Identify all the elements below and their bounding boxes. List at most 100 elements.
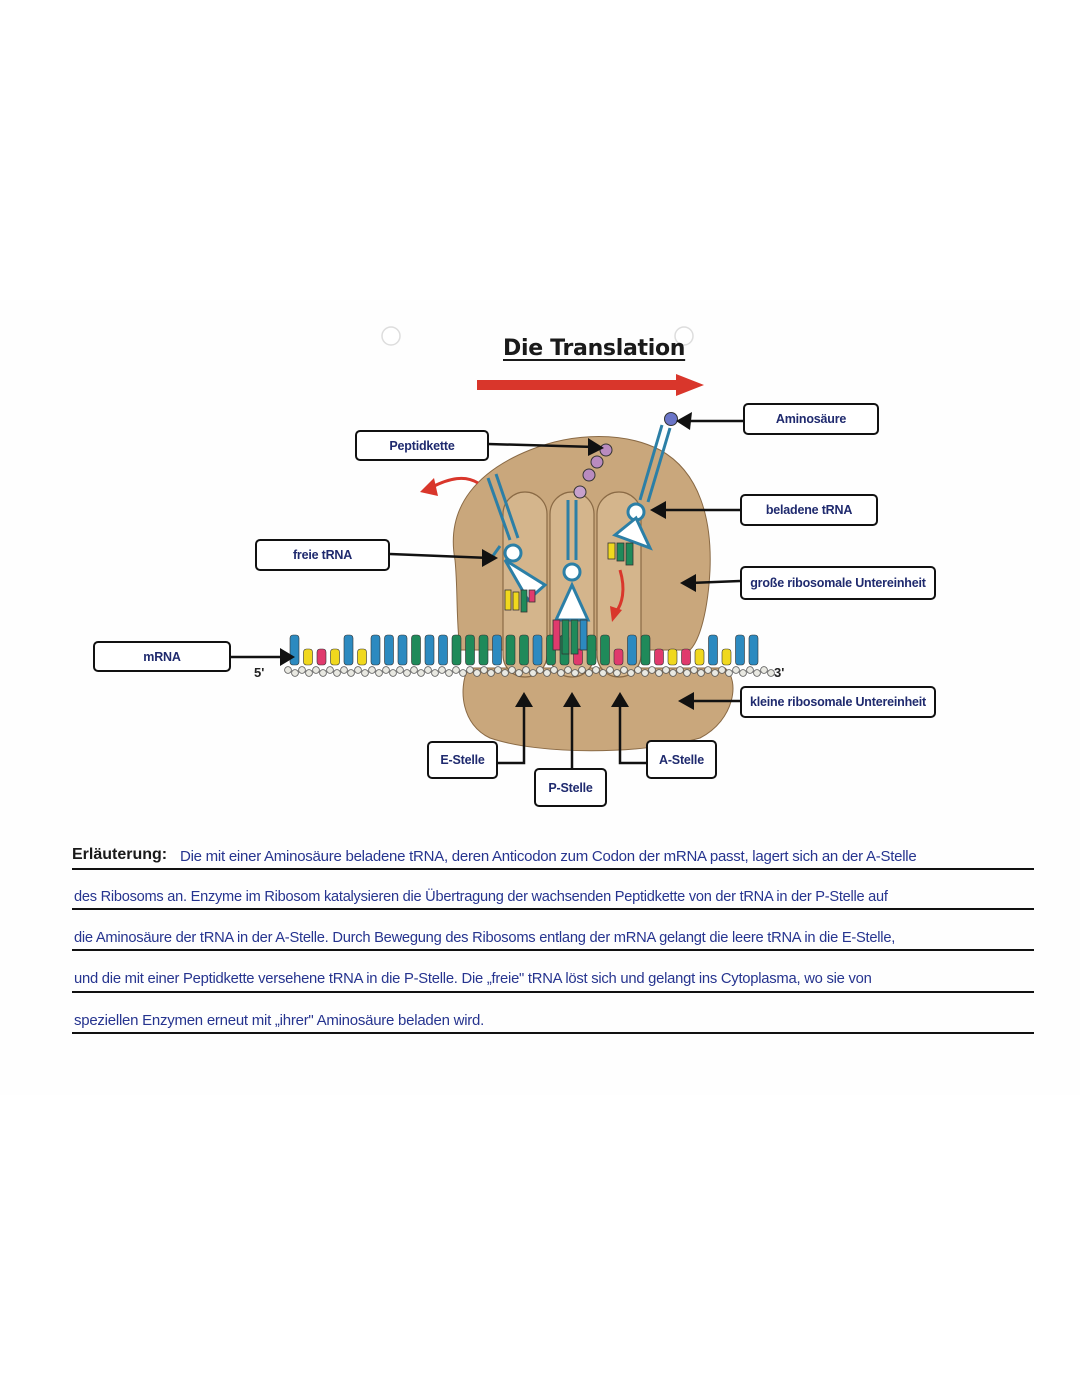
explanation-heading: Erläuterung: [72,846,168,863]
mrna-nucleotide [478,634,489,666]
mrna-nucleotide [384,634,394,666]
mrna-nucleotide [681,648,691,666]
mrna-backbone-bead [662,666,670,674]
mrna-backbone-bead [725,669,733,677]
mrna-nucleotide [343,634,354,666]
mrna-backbone-bead [438,666,446,674]
label-a-stelle: A-Stelle [646,740,717,779]
mrna-backbone-bead [669,669,677,677]
mrna-backbone-bead [655,669,663,677]
mrna-backbone-bead [718,666,726,674]
mrna-backbone-bead [382,666,390,674]
mrna-nucleotide [492,634,502,666]
mrna-backbone [284,666,775,677]
label-p-stelle: P-Stelle [534,768,607,807]
label-beladene-trna: beladene tRNA [740,494,878,526]
free-trna-anticodon [504,589,536,613]
peptide-chain-icon [573,443,613,499]
mrna-backbone-bead [501,669,509,677]
mrna-backbone-bead [564,666,572,674]
label-e-stelle: E-Stelle [427,741,498,779]
mrna-backbone-bead [494,666,502,674]
mrna-backbone-bead [599,669,607,677]
mrna-backbone-bead [704,666,712,674]
mrna-backbone-bead [445,669,453,677]
mrna-nucleotide [519,634,529,666]
mrna-nucleotide [451,634,462,666]
mrna-nucleotide [640,634,651,666]
mrna-nucleotide [370,634,381,666]
amino-acid-icon [664,412,678,426]
mrna-nucleotide [735,634,745,666]
explanation-line-2: des Ribosoms an. Enzyme im Ribosom katal… [74,889,888,905]
mrna-backbone-bead [592,666,600,674]
mrna-backbone-bead [585,669,593,677]
mrna-backbone-bead [641,669,649,677]
mrna-backbone-bead [767,669,775,677]
pointer-arrowheads [280,412,696,710]
direction-arrow-icon [477,374,704,396]
mrna-backbone-bead [340,666,348,674]
explanation-rule [72,844,1034,870]
pointer-arrows [230,419,743,770]
mrna-backbone-bead [333,669,341,677]
mrna-backbone-bead [361,669,369,677]
mrna-backbone-bead [515,669,523,677]
mrna-backbone-bead [648,666,656,674]
mrna-backbone-bead [354,666,362,674]
explanation-line-4: und die mit einer Peptidkette versehene … [74,971,872,987]
mrna-backbone-bead [690,666,698,674]
explanation-line-3: die Aminosäure der tRNA in der A-Stelle.… [74,930,896,946]
explanation-line-5: speziellen Enzymen erneut mit „ihrer" Am… [74,1012,485,1029]
mrna-backbone-bead [711,669,719,677]
mrna-backbone-bead [578,666,586,674]
punch-hole-right [674,326,694,346]
trna-exit-arrow-icon [431,476,479,489]
mrna-backbone-bead [312,666,320,674]
mrna-nucleotide [532,634,543,666]
mrna-backbone-bead [760,666,768,674]
mrna-nucleotide [505,634,516,666]
mrna-nucleotide [600,634,610,666]
mrna-nucleotide [748,634,759,666]
mrna-backbone-bead [634,666,642,674]
mrna-backbone-bead [459,669,467,677]
mrna-backbone-bead [739,669,747,677]
mrna-backbone-bead [522,666,530,674]
mrna-nucleotide [667,648,678,666]
mrna-backbone-bead [613,669,621,677]
mrna-nucleotides [289,634,759,666]
mrna-backbone-bead [676,666,684,674]
mrna-backbone-bead [480,666,488,674]
mrna-nucleotide [289,634,300,666]
label-mrna: mRNA [93,641,231,672]
explanation-rule [72,967,1034,993]
mrna-backbone-bead [389,669,397,677]
mrna-backbone-bead [606,666,614,674]
label-grosse-untereinheit: große ribosomale Untereinheit [740,566,936,600]
mrna-nucleotide [627,634,637,666]
label-freie-trna: freie tRNA [255,539,390,571]
mrna-nucleotide [411,634,421,666]
mrna-backbone-bead [732,666,740,674]
mrna-backbone-bead [424,666,432,674]
loaded-trna-icon [612,424,672,551]
mrna-backbone-bead [326,666,334,674]
page-title: Die Translation [503,336,686,361]
mrna-backbone-bead [417,669,425,677]
mrna-backbone-bead [627,669,635,677]
mrna-nucleotide [330,648,340,666]
mrna-backbone-bead [410,666,418,674]
mrna-backbone-bead [291,669,299,677]
label-kleine-untereinheit: kleine ribosomale Untereinheit [740,686,936,718]
mrna-backbone-bead [368,666,376,674]
mrna-nucleotide [721,648,732,666]
mrna-backbone-bead [487,669,495,677]
mrna-backbone-bead [529,669,537,677]
explanation-rule [72,884,1034,910]
mrna-backbone-bead [431,669,439,677]
mrna-backbone-bead [473,669,481,677]
mrna-nucleotide [465,634,475,666]
label-peptidkette: Peptidkette [355,430,489,461]
